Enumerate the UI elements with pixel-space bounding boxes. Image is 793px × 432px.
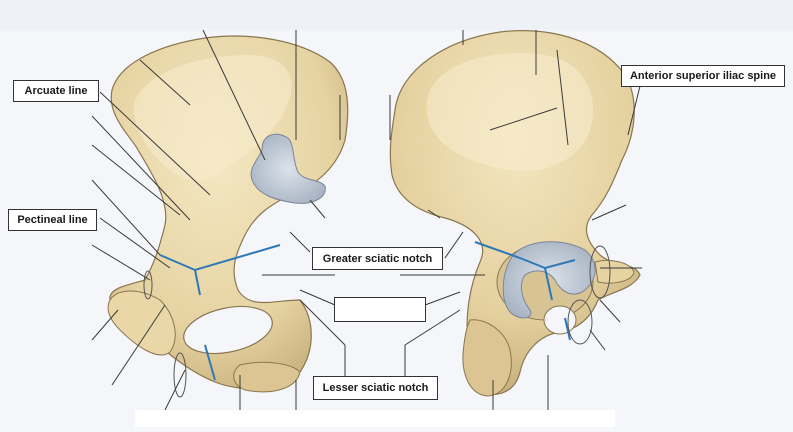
label-arcuate-line: Arcuate line (13, 80, 99, 102)
leader-line (489, 107, 558, 131)
leader-line (91, 179, 161, 256)
left-hip-bone (107, 35, 349, 398)
leader-line (111, 304, 166, 386)
leader-line (164, 369, 186, 411)
leader-line (599, 299, 621, 323)
leader-line (556, 49, 569, 146)
leader-line (91, 115, 191, 221)
leader-line (202, 29, 266, 161)
left-auricular-surface (250, 133, 326, 204)
right-hip-bone (389, 30, 641, 397)
left-ischial-tuberosity (233, 361, 301, 393)
leader-line (404, 309, 461, 346)
right-suture-line-2 (544, 267, 553, 301)
label-pectineal-line: Pectineal line (8, 209, 97, 231)
leader-line (309, 199, 326, 219)
right-acetabular-notch-ring (589, 245, 611, 299)
leader-line (99, 217, 171, 269)
label-greater-sciatic-notch: Greater sciatic notch (312, 247, 443, 270)
right-pubic-ramus (594, 259, 635, 284)
leader-line (589, 329, 606, 351)
leader-line (444, 231, 464, 259)
label-anterior-superior-iliac-spine: Anterior superior iliac spine (621, 65, 785, 87)
right-obturator-foramen (543, 305, 577, 335)
leader-line (627, 85, 641, 136)
leader-line (289, 231, 311, 253)
right-obturator-ring (567, 299, 593, 345)
bottom-band (135, 410, 615, 427)
left-obturator-foramen (183, 305, 273, 355)
left-pubic-crest-ring (143, 270, 153, 300)
leader-lines (91, 29, 642, 411)
leader-line (424, 291, 461, 306)
leader-line (139, 59, 191, 106)
left-suture-line-2 (194, 269, 201, 296)
leader-line (299, 299, 346, 346)
leader-line (91, 144, 181, 216)
leader-line (427, 209, 441, 219)
label-lesser-sciatic-notch: Lesser sciatic notch (313, 376, 438, 400)
right-ischium (462, 319, 512, 397)
left-iliac-fossa-shadow (133, 55, 292, 181)
leader-line (99, 91, 211, 196)
left-pubic-tubercle-ring (173, 352, 187, 398)
leader-line (91, 309, 119, 341)
blank-label-box (334, 297, 426, 322)
left-pubis (107, 290, 176, 356)
leader-line (299, 289, 336, 306)
right-suture-line-1 (474, 241, 576, 270)
top-band (0, 0, 793, 30)
left-suture-line-3 (204, 344, 216, 381)
leader-line (591, 204, 627, 221)
right-suture-line-3 (564, 317, 571, 341)
leader-line (91, 244, 151, 281)
right-gluteal-surface-highlight (426, 53, 593, 171)
